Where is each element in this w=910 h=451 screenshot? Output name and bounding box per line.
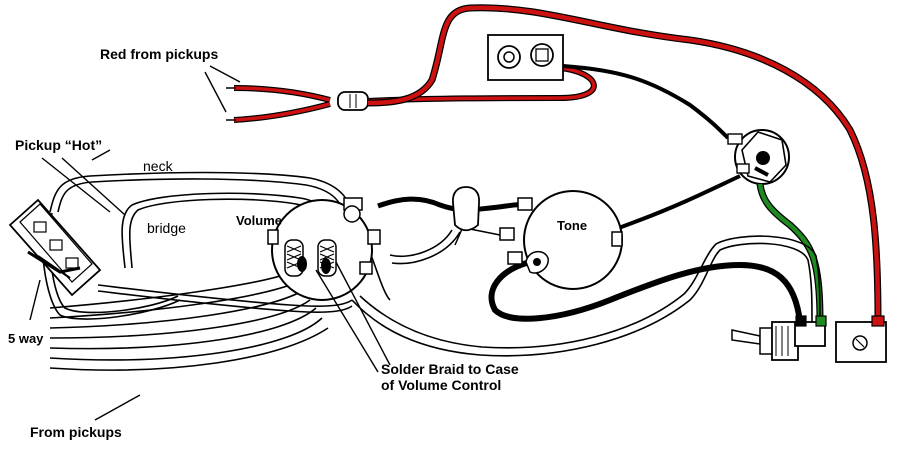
splice-connector [337, 91, 369, 111]
label-five-way: 5 way [8, 331, 44, 346]
label-red-from-pickups: Red from pickups [100, 46, 219, 62]
solder-pointer-lines [315, 261, 391, 373]
tone-capacitor [452, 186, 501, 246]
label-from-pickups: From pickups [30, 424, 122, 440]
tone-pot [499, 190, 623, 290]
red-wire-pickups [226, 85, 331, 123]
label-bridge: bridge [147, 220, 186, 236]
label-volume: Volume [236, 213, 282, 228]
label-pointers [29, 65, 241, 421]
white-wires [41, 171, 821, 371]
red-wire-main [367, 4, 882, 323]
black-wire-tone-pcb [488, 259, 803, 323]
output-jack [727, 129, 790, 185]
circuit-board [794, 315, 887, 363]
label-neck: neck [143, 158, 173, 174]
five-way-switch [8, 198, 102, 297]
label-pickup-hot: Pickup “Hot” [15, 137, 103, 153]
label-solder-line2: of Volume Control [381, 377, 502, 393]
green-wire [756, 183, 824, 323]
black-wire-jack [562, 64, 730, 140]
label-tone: Tone [557, 218, 588, 233]
label-solder-line1: Solder Braid to Case [381, 361, 519, 377]
toggle-switch [731, 321, 799, 361]
volume-pot [267, 197, 381, 301]
red-wire-splice-loop [367, 65, 597, 104]
jack-plate [487, 34, 564, 81]
